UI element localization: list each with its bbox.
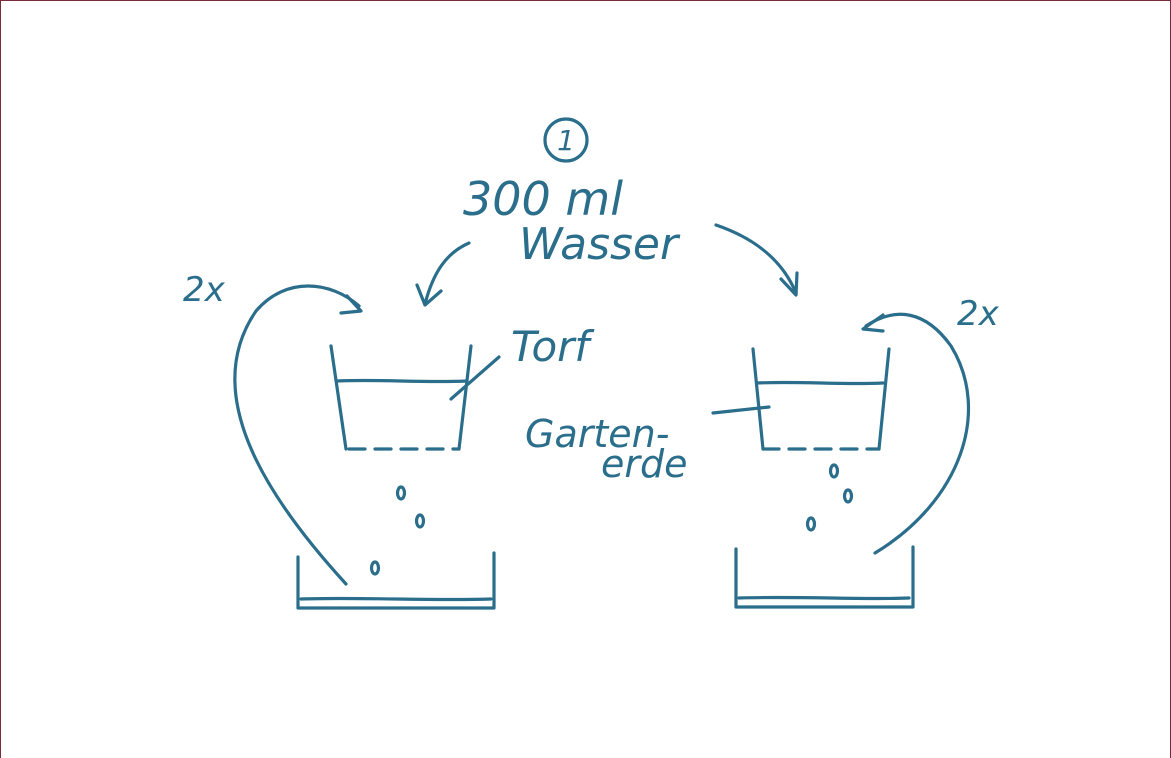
left-tray bbox=[296, 551, 496, 610]
water-amount: 300 ml bbox=[463, 172, 623, 226]
torf-pointer bbox=[449, 355, 501, 401]
left-material-label: Torf bbox=[511, 322, 595, 371]
right-beaker-left-wall bbox=[751, 347, 765, 451]
right-return-arrow bbox=[864, 312, 971, 555]
left-beaker-water-line bbox=[335, 378, 469, 384]
right-drop-1 bbox=[828, 463, 840, 479]
arrow-water-to-right bbox=[714, 223, 798, 295]
step-number: 1 bbox=[557, 124, 575, 157]
left-drop-1 bbox=[395, 485, 407, 501]
right-return-arrowhead bbox=[861, 313, 885, 333]
left-beaker-right-wall bbox=[457, 344, 473, 451]
right-drop-3 bbox=[805, 516, 817, 532]
right-repeat-label: 2x bbox=[957, 294, 1000, 334]
left-repeat-label: 2x bbox=[183, 270, 226, 310]
arrowhead-water-to-right bbox=[779, 271, 799, 297]
gartenerde-pointer bbox=[711, 405, 771, 415]
right-material-label-line2: erde bbox=[601, 442, 688, 486]
right-beaker-right-wall bbox=[877, 347, 891, 451]
left-return-arrow bbox=[233, 284, 361, 586]
arrowhead-water-to-left bbox=[415, 283, 443, 307]
left-drop-3 bbox=[369, 560, 381, 576]
water-substance: Wasser bbox=[519, 219, 681, 270]
step-circle bbox=[543, 117, 589, 163]
right-material-label-line1: Garten- bbox=[525, 412, 669, 456]
left-return-arrowhead bbox=[339, 294, 363, 315]
right-drop-2 bbox=[842, 488, 854, 504]
left-tray-water bbox=[299, 596, 493, 602]
ink-group: 1 300 ml Wasser 2x Torf bbox=[183, 117, 1000, 610]
right-tray bbox=[734, 545, 915, 609]
left-beaker-left-wall bbox=[329, 344, 348, 451]
left-drop-2 bbox=[414, 513, 426, 529]
right-tray-water bbox=[737, 595, 911, 601]
arrow-water-to-left bbox=[423, 241, 471, 306]
right-beaker-water-line bbox=[755, 380, 885, 386]
